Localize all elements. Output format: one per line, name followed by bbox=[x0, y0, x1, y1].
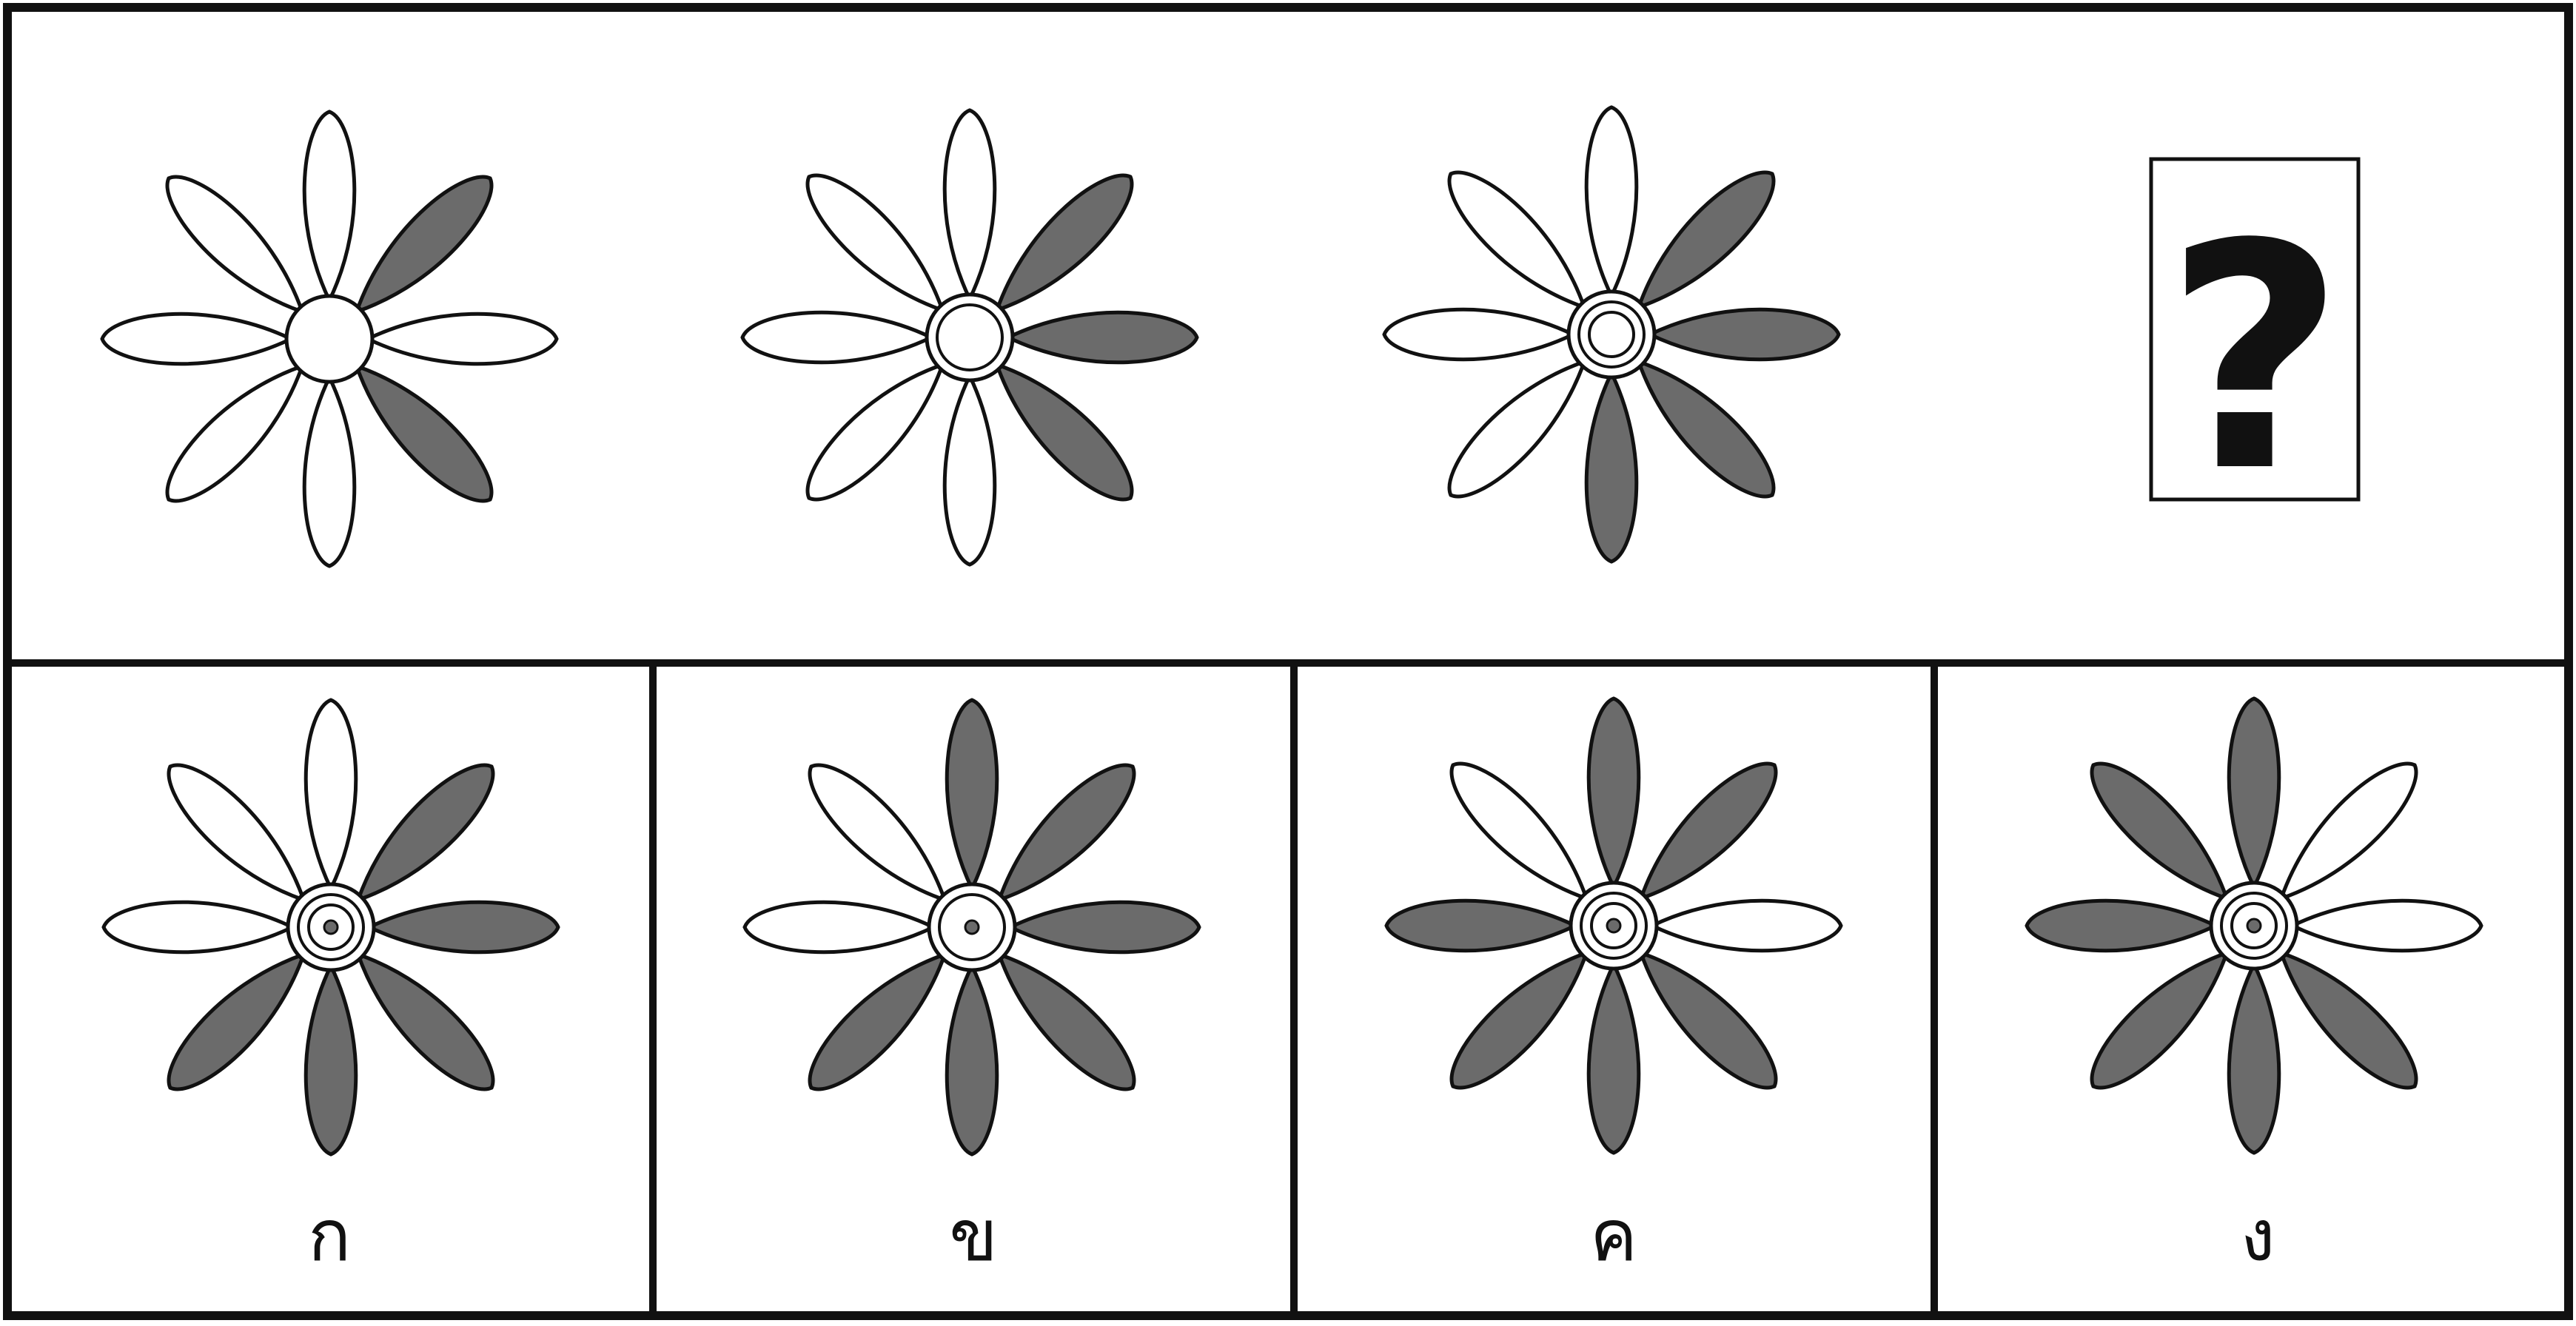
dark-petal bbox=[1641, 764, 1776, 898]
light-petal bbox=[808, 365, 942, 499]
dark-petal bbox=[997, 175, 1132, 310]
choice-label-c[interactable]: ค bbox=[1569, 1191, 1658, 1280]
light-petal bbox=[2292, 901, 2481, 951]
light-petal bbox=[304, 377, 355, 566]
dark-petal bbox=[2281, 953, 2416, 1088]
light-petal bbox=[808, 175, 942, 310]
choice-label-d[interactable]: ง bbox=[2213, 1191, 2302, 1280]
center-dot bbox=[324, 921, 338, 934]
light-petal bbox=[1652, 901, 1841, 951]
dark-petal bbox=[1641, 953, 1776, 1088]
sequence-flower-3 bbox=[1384, 107, 1839, 562]
dark-petal bbox=[947, 966, 997, 1154]
light-petal bbox=[742, 312, 931, 363]
dark-petal bbox=[357, 366, 492, 501]
flower-center bbox=[286, 296, 372, 382]
choice-label-b[interactable]: ข bbox=[929, 1191, 1018, 1280]
light-petal bbox=[304, 112, 355, 300]
choice-flower-2 bbox=[745, 700, 1199, 1154]
choice-flower-3 bbox=[1386, 699, 1841, 1153]
dark-petal bbox=[1586, 373, 1637, 562]
dark-petal bbox=[2229, 699, 2279, 887]
dark-petal bbox=[1008, 312, 1197, 363]
dark-petal bbox=[2092, 953, 2227, 1088]
dark-petal bbox=[997, 365, 1132, 499]
dark-petal bbox=[999, 955, 1134, 1089]
flower-center bbox=[1569, 292, 1654, 377]
dark-petal bbox=[357, 177, 492, 312]
light-petal bbox=[945, 110, 995, 299]
light-petal bbox=[368, 314, 557, 364]
dark-petal bbox=[999, 765, 1134, 900]
dark-petal bbox=[2092, 764, 2227, 898]
light-petal bbox=[1586, 107, 1637, 296]
light-petal bbox=[102, 314, 291, 364]
dark-petal bbox=[1650, 309, 1839, 360]
dark-petal bbox=[1639, 362, 1774, 497]
light-petal bbox=[1384, 309, 1573, 360]
light-petal bbox=[306, 700, 356, 889]
light-petal bbox=[1449, 172, 1584, 307]
light-petal bbox=[2281, 764, 2416, 898]
dark-petal bbox=[306, 966, 356, 1154]
center-dot bbox=[965, 921, 979, 934]
light-petal bbox=[810, 765, 945, 900]
light-petal bbox=[169, 765, 303, 900]
light-petal bbox=[167, 177, 302, 312]
light-petal bbox=[167, 366, 302, 501]
dark-petal bbox=[1589, 699, 1639, 887]
center-dot bbox=[2247, 919, 2261, 932]
question-mark: ? bbox=[2164, 178, 2345, 540]
choice-flower-4 bbox=[2027, 699, 2481, 1153]
dark-petal bbox=[2229, 964, 2279, 1153]
dark-petal bbox=[358, 765, 493, 900]
dark-petal bbox=[358, 955, 493, 1089]
choice-label-a[interactable]: ก bbox=[285, 1191, 374, 1280]
dark-petal bbox=[1589, 964, 1639, 1153]
choice-flower-1 bbox=[104, 700, 558, 1154]
dark-petal bbox=[1639, 172, 1774, 307]
dark-petal bbox=[369, 902, 558, 952]
sequence-flower-1 bbox=[102, 112, 557, 566]
dark-petal bbox=[1010, 902, 1199, 952]
dark-petal bbox=[1386, 901, 1575, 951]
light-petal bbox=[1452, 764, 1586, 898]
dark-petal bbox=[169, 955, 303, 1089]
dark-petal bbox=[947, 700, 997, 889]
light-petal bbox=[945, 376, 995, 565]
sequence-flower-2 bbox=[742, 110, 1197, 565]
light-petal bbox=[745, 902, 933, 952]
light-petal bbox=[1449, 362, 1584, 497]
dark-petal bbox=[2027, 901, 2216, 951]
dark-petal bbox=[1452, 953, 1586, 1088]
center-dot bbox=[1607, 919, 1620, 932]
light-petal bbox=[104, 902, 292, 952]
dark-petal bbox=[810, 955, 945, 1089]
flower-center bbox=[927, 295, 1013, 380]
